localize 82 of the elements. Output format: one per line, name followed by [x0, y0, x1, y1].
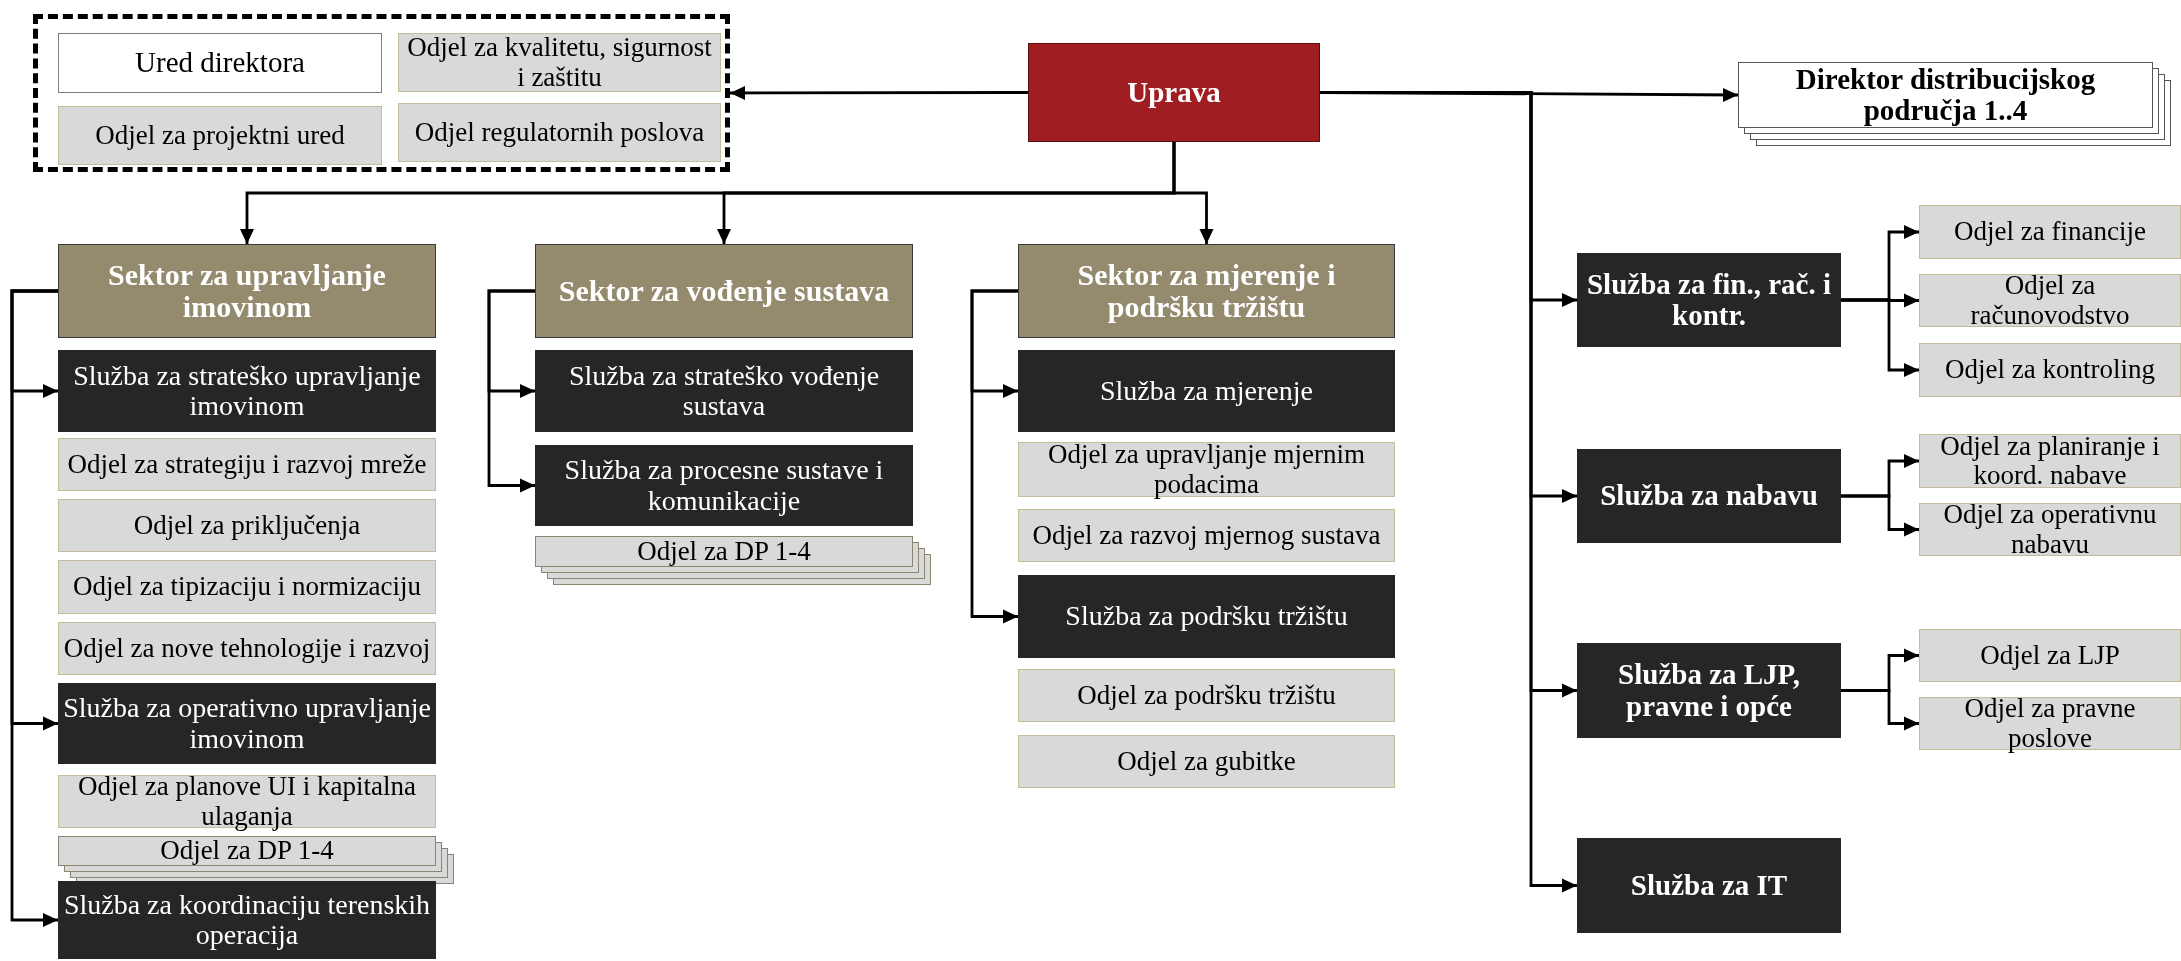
- department-box: [1018, 669, 1395, 722]
- box-label: Odjel za planiranje i koord. nabave: [1939, 431, 2161, 491]
- department-box: [1018, 509, 1395, 562]
- department-box: [58, 499, 436, 552]
- stacked-department-box: [535, 536, 931, 585]
- box-label: Odjel za gubitke: [1116, 746, 1297, 777]
- department-box: [1919, 503, 2181, 556]
- department-box: [1919, 343, 2181, 397]
- connector-arrow: [1841, 689, 1919, 731]
- department-box: [58, 560, 436, 614]
- box-label: Sektor za mjerenje i podršku tržištu: [1076, 258, 1337, 324]
- box-label: Služba za nabavu: [1599, 480, 1819, 512]
- box-label: Služba za fin., rač. i kontr.: [1585, 268, 1833, 332]
- executive-box: [1028, 43, 1320, 142]
- service-box: [1577, 253, 1841, 347]
- box-label: Služba za LJP, pravne i opće: [1617, 659, 1801, 722]
- box-label: Ured direktora: [134, 47, 306, 79]
- box-label: Odjel za strategiju i razvoj mreže: [66, 449, 428, 480]
- box-label: Odjel za upravljanje mjernim podacima: [1046, 440, 1367, 499]
- department-box: [398, 103, 721, 162]
- stacked-office-box: [1738, 62, 2171, 146]
- box-label: Odjel za projektni ured: [94, 120, 346, 151]
- department-box: [1018, 735, 1395, 788]
- box-label: Odjel za DP 1-4: [159, 836, 335, 866]
- box-label: Odjel za nove tehnologije i razvoj: [62, 633, 432, 664]
- department-box: [58, 438, 436, 491]
- sector-header-box: [535, 244, 913, 338]
- box-label: Odjel za operativnu nabavu: [1942, 500, 2158, 559]
- box-label: Odjel za financije: [1953, 217, 2147, 247]
- box-label: Direktor distribucijskog područja 1..4: [1794, 63, 2097, 127]
- box-label: Odjel za tipizaciju i normizaciju: [72, 572, 422, 602]
- department-box: [58, 106, 382, 165]
- box-label: Sektor za vođenje sustava: [557, 274, 891, 308]
- service-box: [1577, 838, 1841, 933]
- service-box: [535, 350, 913, 432]
- connector-arrow: [970, 289, 1018, 624]
- service-box: [1577, 643, 1841, 738]
- service-box: [535, 445, 913, 526]
- department-box: [58, 622, 436, 675]
- connector-arrow: [1172, 142, 1214, 244]
- box-label: Odjel za DP 1-4: [636, 536, 812, 567]
- office-box: [58, 33, 382, 93]
- box-label: Služba za strateško vođenje sustava: [567, 360, 881, 422]
- dashed-group-box: [33, 14, 730, 172]
- department-box: [1919, 274, 2181, 327]
- department-box: [1018, 442, 1395, 497]
- box-label: Odjel za podršku tržištu: [1076, 680, 1337, 711]
- box-label: Služba za strateško upravljanje imovinom: [72, 360, 422, 422]
- sector-header-box: [58, 244, 436, 338]
- connector-arrow: [487, 289, 535, 493]
- box-label: Odjel za računovodstvo: [1969, 271, 2131, 330]
- service-box: [58, 350, 436, 432]
- service-box: [1018, 575, 1395, 658]
- box-label: Odjel za priključenja: [132, 510, 362, 541]
- connector-arrow: [1841, 494, 1919, 537]
- connector-arrow: [10, 289, 58, 927]
- box-label: Služba za koordinaciju terenskih operacija: [62, 889, 432, 951]
- box-label: Sektor za upravljanje imovinom: [107, 258, 387, 324]
- box-label: Odjel regulatornih poslova: [413, 117, 706, 148]
- box-label: Služba za mjerenje: [1099, 375, 1314, 407]
- box-label: Odjel za LJP: [1979, 640, 2121, 671]
- box-label: Odjel za kontroling: [1944, 355, 2156, 385]
- box-label: Služba za podršku tržištu: [1064, 601, 1349, 632]
- service-box: [58, 683, 436, 764]
- box-label: Odjel za kvalitetu, sigurnost i zaštitu: [406, 33, 713, 92]
- service-box: [58, 881, 436, 959]
- department-box: [1919, 629, 2181, 682]
- box-label: Odjel za razvoj mjernog sustava: [1031, 520, 1382, 551]
- department-box: [1919, 434, 2181, 488]
- box-label: Služba za procesne sustave i komunikacije: [563, 455, 885, 516]
- connector-arrow: [730, 85, 1028, 100]
- connector-arrow: [1841, 298, 1919, 377]
- box-label: Uprava: [1126, 76, 1222, 109]
- box-label: Odjel za planove UI i kapitalna ulaganja: [76, 772, 418, 831]
- box-label: Služba za IT: [1629, 869, 1789, 902]
- sector-header-box: [1018, 244, 1395, 338]
- department-box: [1919, 205, 2181, 259]
- stacked-department-box: [58, 836, 454, 884]
- service-box: [1577, 449, 1841, 543]
- service-box: [1018, 350, 1395, 432]
- box-label: Odjel za pravne poslove: [1963, 694, 2137, 753]
- box-label: Služba za operativno upravljanje imovinom: [62, 693, 432, 754]
